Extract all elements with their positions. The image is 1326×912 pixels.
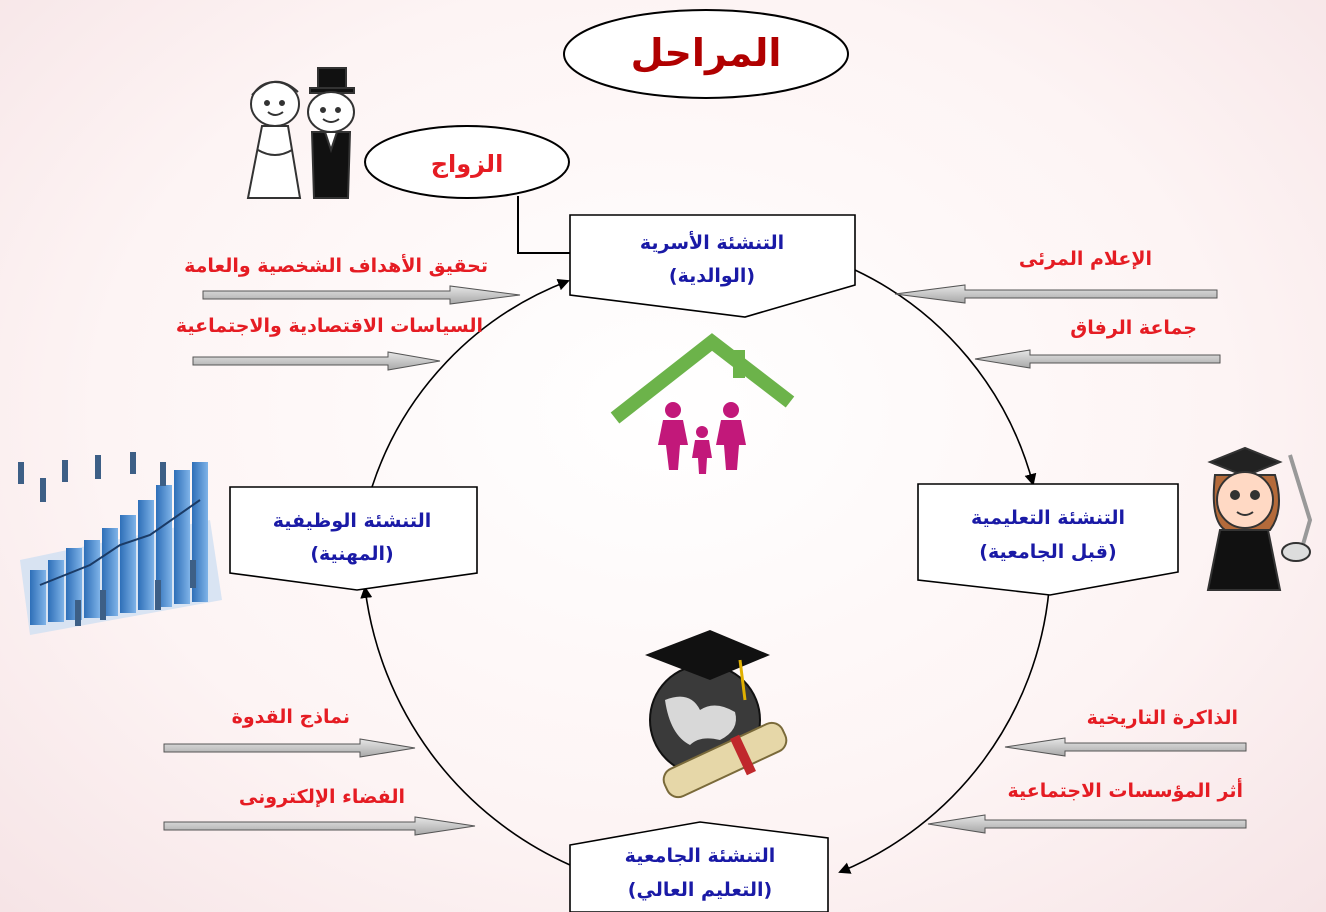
title-callout: المراحل [563, 9, 849, 99]
graduate-girl-icon [1206, 446, 1313, 591]
stage-career: التنشئة الوظيفية (المهنية) [229, 486, 478, 591]
label-historical-memory: الذاكرة التاريخية [1087, 707, 1238, 729]
page-title: المراحل [631, 31, 782, 75]
stage-education-title: التنشئة التعليمية [971, 507, 1125, 529]
label-institutions: أثر المؤسسات الاجتماعية [1008, 778, 1243, 802]
influence-labels: تحقيق الأهداف الشخصية والعامة السياسات ا… [176, 248, 1243, 808]
stage-family-subtitle: (الوالدية) [669, 265, 755, 287]
label-personal-goals: تحقيق الأهداف الشخصية والعامة [184, 254, 488, 277]
arc-education-to-university [838, 589, 1050, 874]
arc-family-to-education [854, 269, 1037, 486]
arrow-personal-goals [202, 285, 521, 305]
marriage-callout: الزواج [364, 125, 570, 254]
arrow-policies [192, 351, 441, 371]
influence-arrows [163, 284, 1247, 836]
arc-career-to-family [371, 278, 570, 488]
globe-graduation-cap-icon [645, 630, 788, 799]
label-cyberspace: الفضاء الإلكترونى [239, 786, 405, 808]
arc-university-to-career [360, 586, 571, 866]
stage-family-title: التنشئة الأسرية [640, 231, 784, 254]
marriage-label: الزواج [431, 150, 504, 178]
arrow-role-models [163, 738, 416, 758]
arrow-visual-media [894, 284, 1218, 304]
stage-education: التنشئة التعليمية (قبل الجامعية) [917, 483, 1179, 596]
stage-career-subtitle: (المهنية) [310, 543, 393, 565]
arrow-peers [974, 349, 1221, 369]
arrow-institutions [927, 814, 1247, 834]
arrow-cyberspace [163, 816, 476, 836]
cycle-circle [360, 269, 1050, 874]
label-role-models: نماذج القدوة [232, 706, 350, 728]
arrow-historical-memory [1004, 737, 1247, 757]
stage-university-subtitle: (التعليم العالي) [628, 879, 772, 901]
stage-family: التنشئة الأسرية (الوالدية) [569, 214, 856, 318]
label-policies: السياسات الاقتصادية والاجتماعية [176, 315, 483, 337]
label-visual-media: الإعلام المرئى [1019, 248, 1152, 270]
house-family-icon [610, 333, 795, 474]
stage-education-subtitle: (قبل الجامعية) [979, 541, 1116, 563]
business-growth-chart-icon [18, 452, 222, 635]
wedding-couple-icon [246, 67, 355, 199]
stage-university-title: التنشئة الجامعية [625, 845, 776, 867]
stage-career-title: التنشئة الوظيفية [273, 510, 432, 532]
label-peers: جماعة الرفاق [1070, 317, 1197, 339]
stage-university: التنشئة الجامعية (التعليم العالي) [569, 821, 829, 912]
